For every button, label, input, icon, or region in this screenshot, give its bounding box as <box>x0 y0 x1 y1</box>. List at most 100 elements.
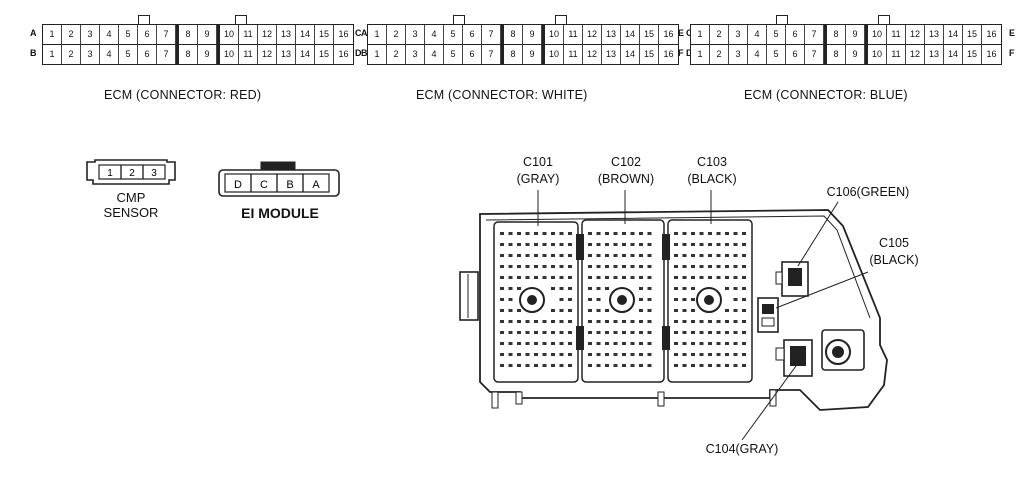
pin-hole <box>647 342 652 345</box>
pin-hole <box>691 353 695 356</box>
pin-hole <box>500 353 504 356</box>
pin-hole <box>500 320 504 323</box>
lock-tab <box>453 15 465 24</box>
pin-hole <box>613 331 618 334</box>
pin-cell: 9 <box>523 45 542 64</box>
pin-hole <box>613 232 618 235</box>
pin-cell: 12 <box>583 25 602 44</box>
pin-hole <box>568 364 572 367</box>
pin-hole <box>647 276 652 279</box>
pin-hole <box>534 331 538 334</box>
pin-cell: 14 <box>944 45 963 64</box>
pin-cell: 8 <box>827 45 846 64</box>
pin-hole <box>559 342 564 345</box>
pin-hole <box>568 254 572 257</box>
pin-hole <box>534 254 538 257</box>
pin-hole <box>525 232 530 235</box>
pin-hole <box>588 298 592 301</box>
pin-hole <box>568 309 572 312</box>
pin-cell: 9 <box>523 25 542 44</box>
pin-hole <box>682 243 687 246</box>
pin-hole <box>682 254 687 257</box>
pin-hole <box>716 331 721 334</box>
pin-hole <box>622 232 626 235</box>
c105-leader <box>775 271 869 309</box>
ei-module-connector: D C B A <box>217 160 341 200</box>
pin-cell: 2 <box>387 25 406 44</box>
pin-hole <box>559 353 564 356</box>
pin-hole <box>500 331 504 334</box>
pin-cell: 12 <box>258 45 277 64</box>
pin-hole <box>588 287 592 290</box>
pin-cell: 15 <box>963 25 982 44</box>
pin-cell: 15 <box>640 45 659 64</box>
pin-divider <box>217 25 220 44</box>
pin-hole <box>613 364 618 367</box>
pin-hole <box>568 331 572 334</box>
pin-hole <box>691 276 695 279</box>
pin-hole <box>708 243 712 246</box>
lock-tab <box>878 15 890 24</box>
pin-cell: 3 <box>406 45 425 64</box>
c102-id: C102 <box>611 155 641 169</box>
pin-hole <box>622 276 626 279</box>
pin-cell: 6 <box>138 25 157 44</box>
pin-hole <box>699 331 704 334</box>
pin-hole <box>674 309 678 312</box>
pin-hole <box>605 232 609 235</box>
pin-hole <box>605 287 609 290</box>
pin-hole <box>588 243 592 246</box>
pin-divider <box>501 25 504 44</box>
pin-cell: 6 <box>786 45 805 64</box>
pin-hole <box>708 331 712 334</box>
cmp-pin-label: 1 <box>107 168 113 179</box>
pin-divider <box>501 45 504 64</box>
pin-hole <box>708 320 712 323</box>
pin-cell: 2 <box>710 25 729 44</box>
pin-cell: 3 <box>729 25 748 44</box>
pin-cell: 10 <box>868 45 887 64</box>
pin-hole <box>596 298 601 301</box>
pin-hole <box>674 364 678 367</box>
pin-hole <box>630 342 635 345</box>
pin-hole <box>639 309 643 312</box>
pin-cell: 7 <box>482 45 501 64</box>
pin-hole <box>699 320 704 323</box>
pin-hole <box>525 331 530 334</box>
pin-hole <box>525 265 530 268</box>
pin-divider <box>824 45 827 64</box>
pin-hole <box>630 331 635 334</box>
c104-label: C104(GRAY) <box>705 442 779 456</box>
pin-hole <box>699 342 704 345</box>
pin-hole <box>568 243 572 246</box>
pin-cell: 7 <box>157 25 176 44</box>
row-letter: C <box>686 24 693 43</box>
pin-cell: 7 <box>805 25 824 44</box>
pin-cell: 2 <box>62 45 81 64</box>
pin-hole <box>596 232 601 235</box>
pin-hole <box>742 298 746 301</box>
row-letter: A <box>30 28 37 38</box>
pin-hole <box>596 320 601 323</box>
pin-hole <box>708 276 712 279</box>
pin-cell: 6 <box>463 25 482 44</box>
pin-hole <box>733 309 738 312</box>
pin-hole <box>647 287 652 290</box>
pin-hole <box>534 320 538 323</box>
pin-cell: 13 <box>277 25 296 44</box>
pin-hole <box>551 232 555 235</box>
pin-cell: 12 <box>906 45 925 64</box>
pin-hole <box>682 232 687 235</box>
pin-hole <box>568 287 572 290</box>
pin-hole <box>508 353 513 356</box>
pin-hole <box>542 342 547 345</box>
pin-cell: 4 <box>425 45 444 64</box>
pin-hole <box>559 276 564 279</box>
c101-color: (GRAY) <box>516 172 560 186</box>
pin-hole <box>691 309 695 312</box>
pin-cell: 16 <box>338 49 349 59</box>
pin-cell: 10 <box>868 25 887 44</box>
pin-hole <box>691 243 695 246</box>
pin-hole <box>716 265 721 268</box>
c106-connector <box>775 261 809 297</box>
